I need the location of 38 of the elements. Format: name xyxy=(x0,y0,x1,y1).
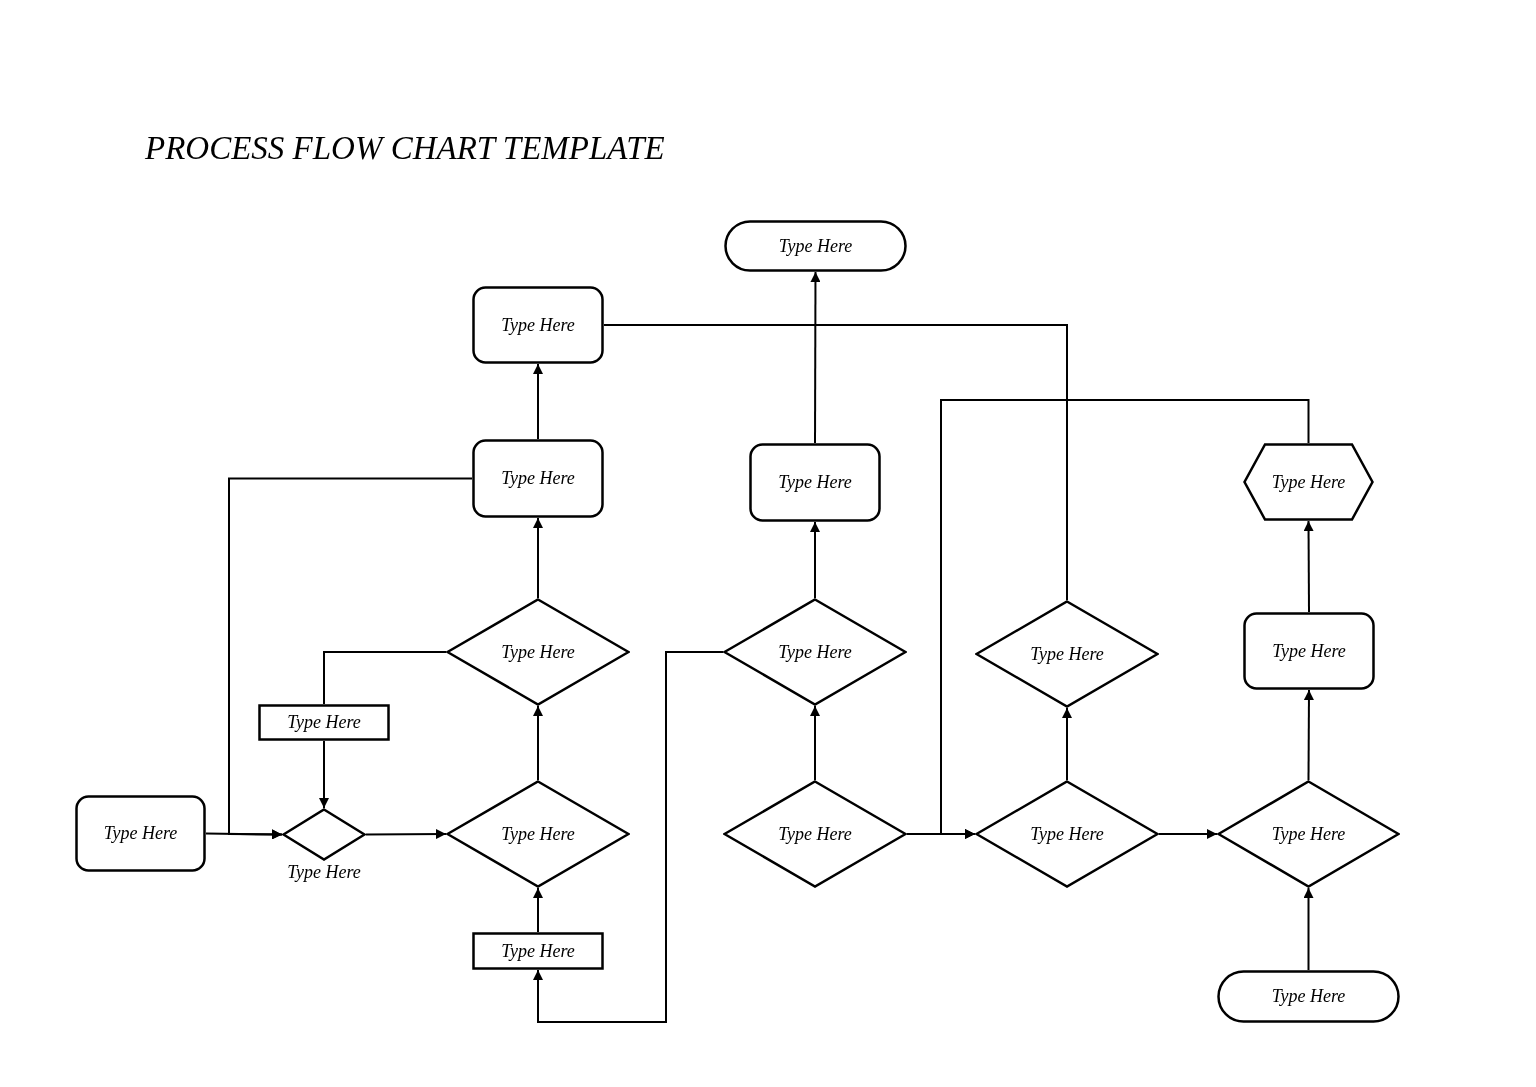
connector-arrow xyxy=(533,363,543,440)
node-label: Type Here xyxy=(500,467,576,490)
connector-arrow xyxy=(533,517,543,599)
node-label: Type Here xyxy=(777,471,853,494)
connector-arrow xyxy=(1158,829,1218,839)
connector-arrow xyxy=(810,271,821,444)
node-label: Type Here xyxy=(777,640,853,664)
connector-arrow xyxy=(810,705,820,781)
node-label: Type Here xyxy=(1270,822,1347,846)
connector-arrow xyxy=(1303,887,1314,971)
node-label: Type Here xyxy=(1270,985,1347,1008)
connector-arrow xyxy=(1303,520,1314,613)
connector-arrow xyxy=(1062,707,1072,781)
node-label: Type Here xyxy=(500,640,576,664)
connector-arrow xyxy=(365,829,447,840)
node-label: Type Here xyxy=(777,234,854,258)
connector-arrow xyxy=(533,705,543,781)
node-label: Type Here xyxy=(500,313,576,337)
connector-line xyxy=(603,324,1068,601)
node-label: Type Here xyxy=(286,711,362,734)
connector-arrow xyxy=(533,651,724,1023)
connector-arrow xyxy=(940,399,1310,839)
chart-title: PROCESS FLOW CHART TEMPLATE xyxy=(145,129,665,168)
connector-arrow xyxy=(810,521,820,599)
connector-arrow xyxy=(319,740,329,809)
connector-arrow xyxy=(1303,689,1314,781)
node-label: Type Here xyxy=(1029,642,1105,666)
connector-line xyxy=(323,651,447,705)
node-caption: Type Here xyxy=(286,861,362,884)
node-label: Type Here xyxy=(500,822,576,846)
node-label: Type Here xyxy=(1270,470,1347,494)
node-label: Type Here xyxy=(102,822,179,845)
node-label: Type Here xyxy=(1271,639,1347,663)
node-label: Type Here xyxy=(777,822,853,846)
connector-arrow xyxy=(533,887,543,933)
connector-arrow xyxy=(228,477,473,840)
node-label: Type Here xyxy=(500,939,576,963)
node-label: Type Here xyxy=(1029,822,1105,846)
